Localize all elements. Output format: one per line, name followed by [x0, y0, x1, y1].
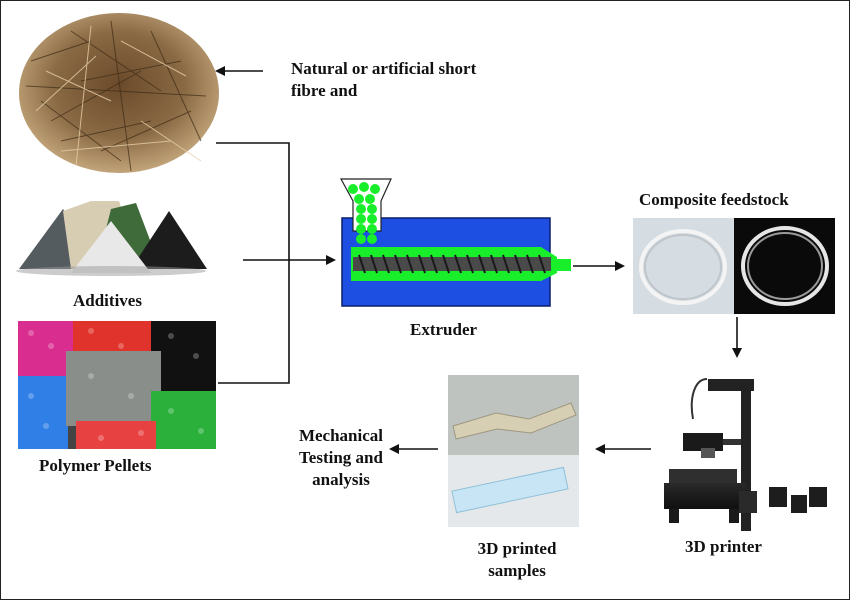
label-fibre: Natural or artificial short fibre and [291, 59, 477, 100]
feedstock-image [633, 218, 835, 314]
label-polymer-pellets: Polymer Pellets [39, 456, 152, 475]
printer-image [664, 378, 827, 531]
label-extruder: Extruder [410, 320, 478, 339]
label-3d-printed-samples: 3D printed samples [477, 539, 557, 580]
additives-image [16, 201, 207, 276]
extruder-image [339, 178, 571, 307]
label-composite-feedstock: Composite feedstock [639, 190, 789, 209]
fibre-pile-image [19, 13, 219, 173]
label-mechanical-testing: Mechanical Testing and analysis [298, 426, 384, 489]
connectors [215, 66, 742, 454]
bracket-line [216, 142, 290, 384]
label-additives: Additives [73, 291, 142, 310]
samples-image [448, 375, 579, 527]
label-3d-printer: 3D printer [685, 537, 762, 556]
polymer-pellets-image [18, 321, 216, 449]
